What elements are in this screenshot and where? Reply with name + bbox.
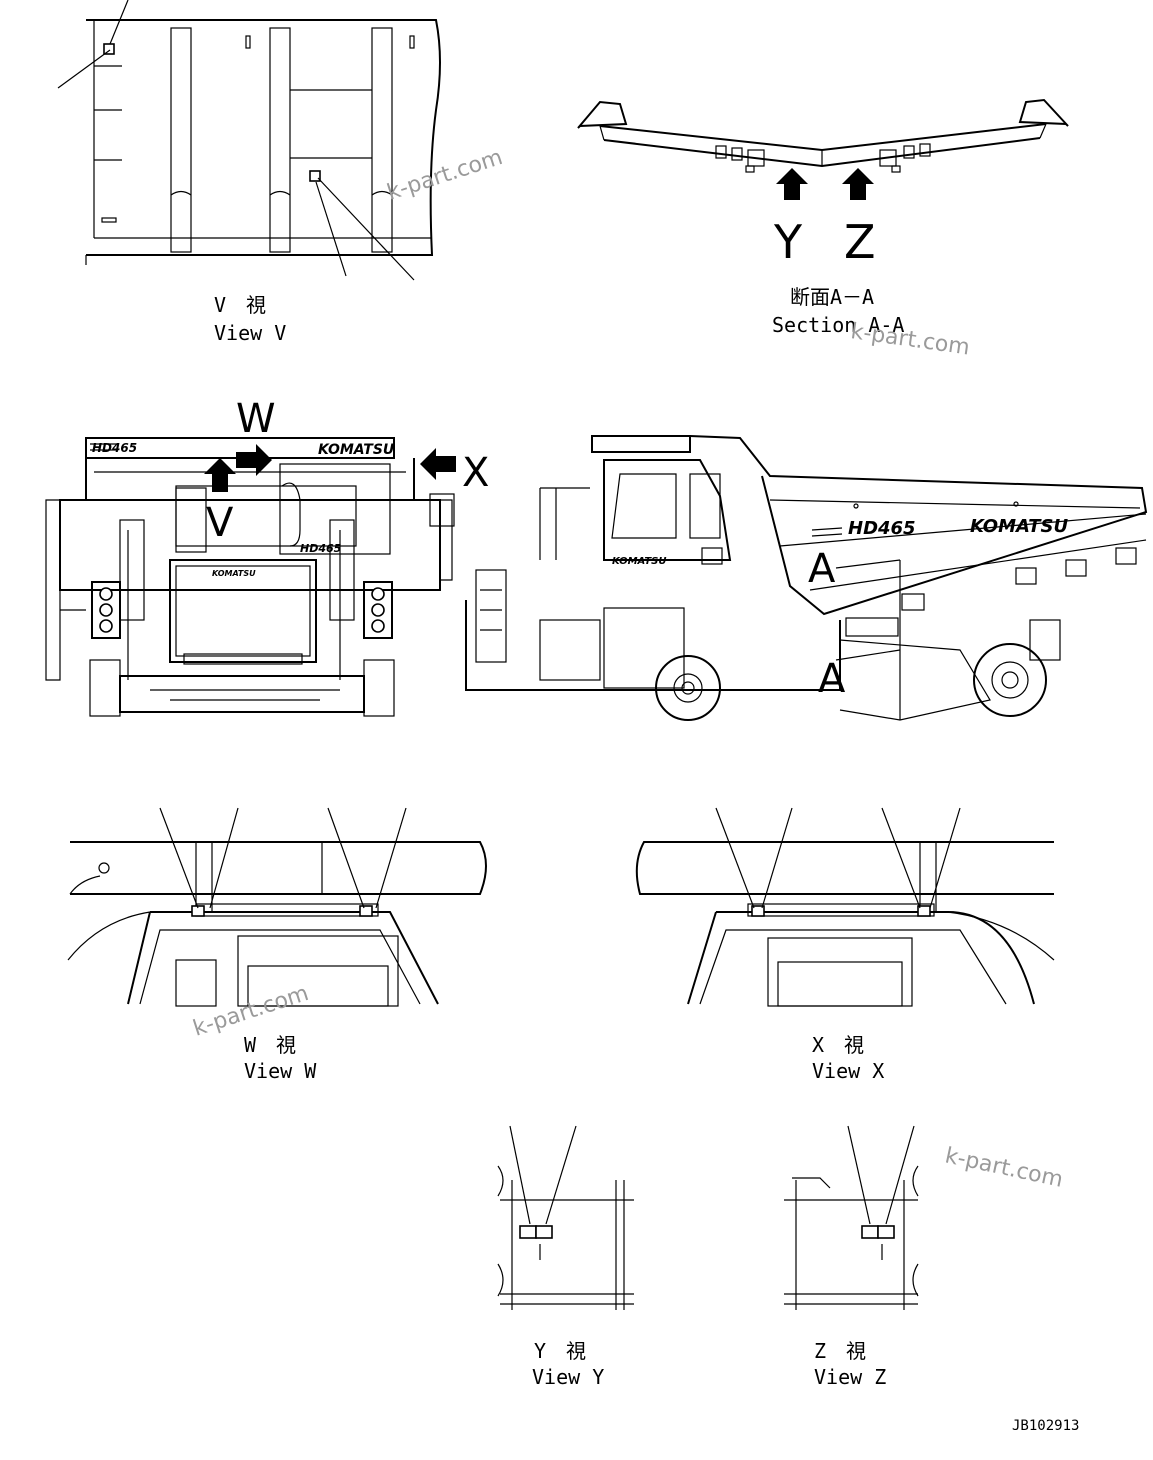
leader-line bbox=[885, 1125, 915, 1225]
decal-marker-v2 bbox=[309, 170, 321, 182]
label-a-lower: A bbox=[818, 656, 846, 702]
cab-brand-badge: KOMATSU bbox=[612, 556, 667, 567]
arrow-right-w bbox=[236, 444, 272, 476]
watermark: k-part.com bbox=[849, 319, 971, 360]
view-w-caption-jp: W 視 bbox=[244, 1033, 296, 1057]
view-x-drawing bbox=[635, 807, 1055, 1007]
section-aa-caption-jp: 断面A－A bbox=[790, 285, 874, 309]
watermark: k-part.com bbox=[943, 1143, 1065, 1192]
side-model-badge: HD465 bbox=[848, 518, 916, 539]
truck-side-view bbox=[465, 435, 1148, 721]
arrow-left-x bbox=[420, 448, 456, 480]
leader-line bbox=[57, 49, 111, 89]
view-z-caption-en: View Z bbox=[814, 1365, 886, 1389]
drawing-code: JB102913 bbox=[1012, 1418, 1079, 1434]
leader-line bbox=[109, 0, 129, 45]
label-x: X bbox=[462, 450, 489, 496]
leader-line bbox=[847, 1125, 871, 1225]
truck-rear-view bbox=[45, 437, 456, 717]
door-brand-badge: KOMATSU bbox=[212, 569, 256, 578]
view-z-drawing bbox=[784, 1125, 919, 1310]
view-y-drawing bbox=[497, 1125, 634, 1310]
leader-line bbox=[545, 1125, 577, 1225]
leader-line bbox=[209, 807, 239, 909]
leader-line bbox=[315, 181, 347, 277]
leader-line bbox=[159, 807, 199, 909]
watermark: k-part.com bbox=[384, 145, 506, 206]
leader-line bbox=[761, 807, 793, 909]
view-y-caption-jp: Y 視 bbox=[534, 1339, 586, 1363]
label-v: V bbox=[206, 500, 234, 546]
section-aa-caption-en: Section A-A bbox=[772, 313, 904, 337]
view-x-caption-en: View X bbox=[812, 1059, 884, 1083]
arrow-up-z bbox=[842, 168, 874, 200]
leader-line bbox=[317, 177, 415, 281]
decal-marker-v1 bbox=[103, 43, 115, 55]
arrow-up-v bbox=[204, 458, 236, 492]
label-z: Z bbox=[844, 215, 876, 269]
leader-line bbox=[509, 1125, 531, 1225]
label-w: W bbox=[236, 396, 276, 442]
rear-model-badge: HD465 bbox=[92, 441, 137, 455]
view-z-caption-jp: Z 視 bbox=[814, 1339, 866, 1363]
leader-line bbox=[929, 807, 961, 909]
front-wheel bbox=[973, 643, 1047, 717]
leader-line bbox=[375, 807, 407, 909]
view-w-caption-en: View W bbox=[244, 1059, 317, 1083]
leader-line bbox=[715, 807, 755, 909]
side-brand-badge: KOMATSU bbox=[970, 516, 1068, 537]
rear-wheel bbox=[655, 655, 721, 721]
leader-line bbox=[327, 807, 365, 909]
label-a-upper: A bbox=[808, 546, 836, 592]
rear-model-badge-lower: HD465 bbox=[300, 542, 342, 555]
view-v-drawing bbox=[57, 0, 441, 281]
leader-line bbox=[881, 807, 921, 909]
view-v-caption-jp: V 視 bbox=[214, 293, 266, 317]
rear-brand-badge: KOMATSU bbox=[318, 442, 395, 458]
view-y-caption-en: View Y bbox=[532, 1365, 604, 1389]
view-v-caption-en: View V bbox=[214, 321, 286, 345]
rear-door bbox=[169, 559, 317, 663]
section-aa-drawing bbox=[577, 98, 1069, 200]
view-x-caption-jp: X 視 bbox=[812, 1033, 864, 1057]
label-y: Y bbox=[773, 215, 803, 269]
arrow-up-y bbox=[776, 168, 808, 200]
view-w-drawing bbox=[67, 807, 487, 1007]
